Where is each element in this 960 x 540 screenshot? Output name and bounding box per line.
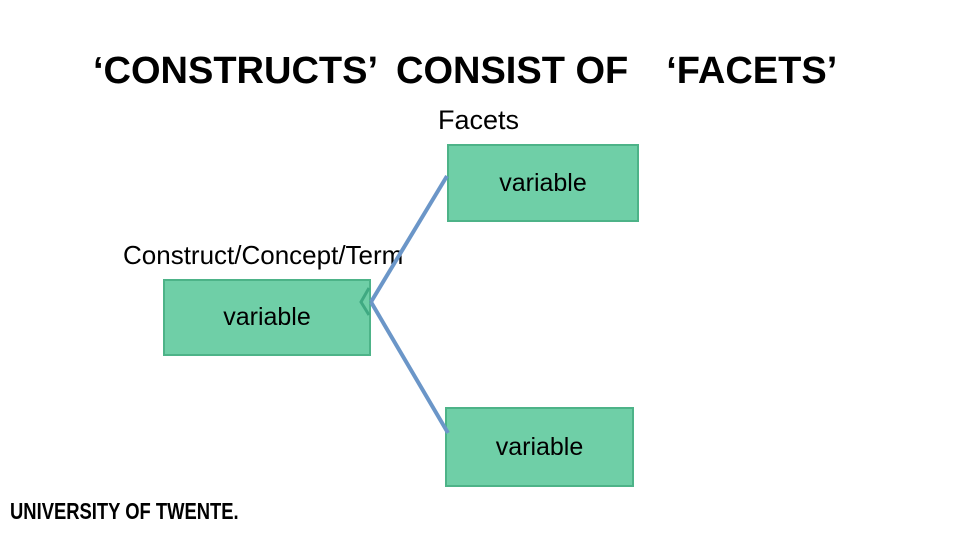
facets-label: Facets bbox=[438, 105, 520, 135]
title-part-constructs: ‘CONSTRUCTS’ bbox=[93, 50, 378, 92]
construct-box-label: variable bbox=[223, 303, 311, 331]
construct-label: Construct/Concept/Term bbox=[123, 240, 404, 270]
university-logo: UNIVERSITY OF TWENTE. bbox=[10, 498, 239, 524]
facet-box-top-label: variable bbox=[499, 168, 587, 197]
facet-box-bottom: variable bbox=[445, 407, 634, 487]
title-part-consist-of: CONSIST OF bbox=[396, 50, 629, 92]
title-part-facets: ‘FACETS’ bbox=[666, 50, 838, 92]
slide-title: ‘CONSTRUCTS’ CONSIST OF ‘FACETS’ bbox=[93, 50, 838, 92]
construct-box: variable bbox=[163, 279, 371, 356]
connector-line-top-facet bbox=[369, 174, 449, 304]
connector-line-bottom-facet bbox=[369, 300, 450, 435]
facet-box-top: variable bbox=[447, 144, 639, 222]
facet-box-bottom-label: variable bbox=[495, 432, 584, 461]
